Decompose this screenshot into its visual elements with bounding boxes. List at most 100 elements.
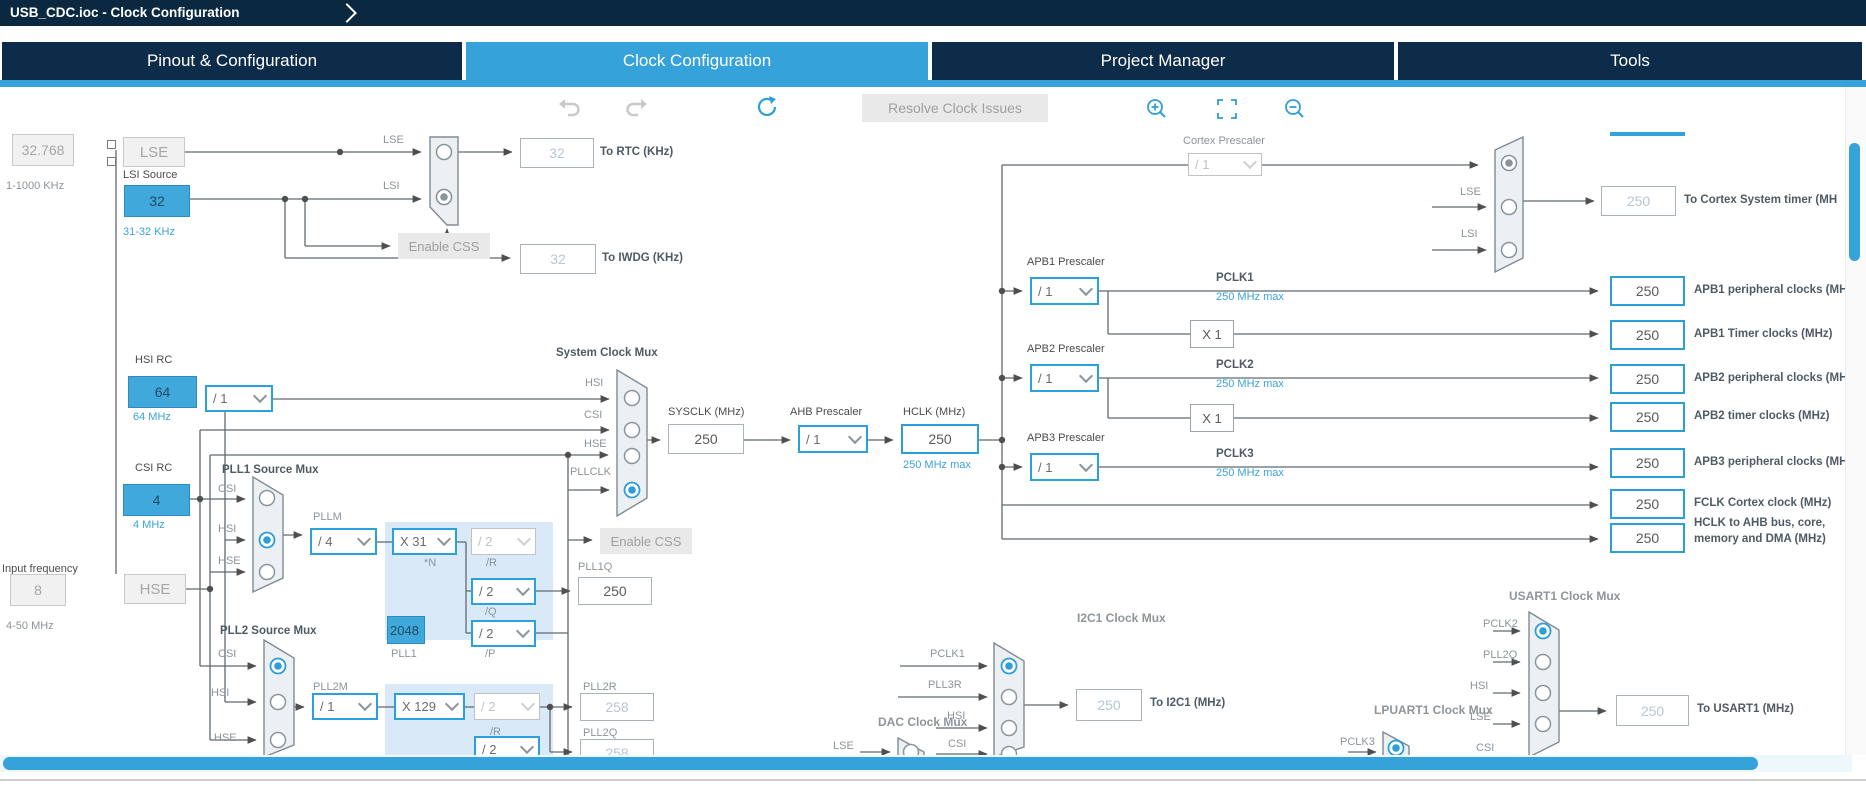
to-iwdg-number: 32 (550, 251, 566, 267)
pll1-mux-radio-hse[interactable] (258, 563, 276, 581)
crystal-pin-icon (107, 140, 116, 149)
pll2m-divider-select[interactable]: / 1 (312, 693, 378, 720)
apb1-prescaler-select[interactable]: / 1 (1030, 277, 1099, 305)
tab-project-manager[interactable]: Project Manager (932, 42, 1394, 80)
resolve-clock-issues-button[interactable]: Resolve Clock Issues (862, 94, 1048, 122)
fclk-cortex-clock-label: FCLK Cortex clock (MHz) (1694, 497, 1832, 509)
usart1-mux-radio-hsi[interactable] (1534, 684, 1552, 702)
to-i2c1-value: 250 (1076, 689, 1142, 721)
tab-pinout-configuration[interactable]: Pinout & Configuration (2, 42, 462, 80)
pll1-source-mux-title: PLL1 Source Mux (222, 464, 319, 476)
to-cortex-timer-value: 250 (1601, 186, 1676, 216)
zoom-out-icon[interactable] (1284, 98, 1308, 122)
pll2-mux-radio-hsi[interactable] (269, 693, 287, 711)
pclk1-max-label: 250 MHz max (1216, 291, 1284, 303)
usart1-lse-label: LSE (1470, 711, 1491, 723)
cortex-mux-radio-lse[interactable] (1500, 198, 1518, 216)
pll2r-label: PLL2R (583, 681, 617, 693)
apb1-peripheral-clock-value[interactable]: 250 (1610, 276, 1685, 306)
pll2-csi-label: CSI (218, 648, 237, 660)
pll1-q-select[interactable]: / 2 (471, 578, 536, 605)
apb2-peripheral-clock-value[interactable]: 250 (1610, 364, 1685, 394)
pclk3-max-label: 250 MHz max (1216, 467, 1284, 479)
hclk-value[interactable]: 250 (901, 424, 979, 454)
lse-frequency-value: 32.768 (21, 142, 65, 158)
value: 250 (1635, 283, 1660, 299)
lsi-value-input[interactable]: 32 (124, 185, 190, 217)
pll2r-number: 258 (605, 699, 629, 715)
apb2-prescaler-select[interactable]: / 1 (1030, 364, 1099, 392)
pclk1-label: PCLK1 (1216, 272, 1254, 284)
hsi-value-input[interactable]: 64 (128, 376, 197, 408)
cortex-mux-radio-lsi[interactable] (1500, 241, 1518, 259)
to-usart1-value: 250 (1616, 695, 1689, 726)
undo-icon[interactable] (556, 98, 582, 120)
apb1-x1-value: X 1 (1202, 326, 1222, 342)
zoom-fit-icon[interactable] (1216, 98, 1240, 122)
usart1-mux-radio-lse[interactable] (1534, 715, 1552, 733)
apb1-timer-clock-value[interactable]: 250 (1610, 320, 1685, 350)
enable-css-lse-button[interactable]: Enable CSS (398, 233, 490, 259)
apb3-prescaler-select[interactable]: / 1 (1030, 453, 1099, 481)
zoom-in-icon[interactable] (1146, 98, 1170, 122)
clipped-box-edge (1610, 132, 1685, 136)
pll2r-value: 258 (580, 693, 654, 721)
tab-tools[interactable]: Tools (1398, 42, 1862, 80)
pll1-p-caption: /P (485, 648, 496, 660)
pll2-mux-radio-hse[interactable] (269, 731, 287, 749)
lse-range-label: 1-1000 KHz (6, 180, 65, 192)
pllm-divider-select[interactable]: / 4 (310, 528, 377, 555)
pll1-p-select[interactable]: / 2 (471, 620, 536, 647)
rtc-mux-lse-label: LSE (383, 134, 404, 146)
enable-css-hse-button[interactable]: Enable CSS (600, 528, 692, 554)
apb3-prescaler-label: APB3 Prescaler (1027, 432, 1105, 444)
sys-mux-radio-hse[interactable] (623, 447, 641, 465)
to-rtc-number: 32 (549, 145, 565, 161)
pll1-fracn-input[interactable]: 2048 (387, 616, 425, 644)
value: 250 (1635, 530, 1660, 546)
value: 250 (1635, 409, 1660, 425)
pll1-n-value: X 31 (400, 534, 427, 549)
apb1-prescaler-label: APB1 Prescaler (1027, 256, 1105, 268)
pll2-n-select[interactable]: X 129 (394, 693, 465, 720)
hsi-rc-label: HSI RC (135, 354, 173, 366)
tab-clock-configuration[interactable]: Clock Configuration (466, 42, 928, 80)
hclk-max-label: 250 MHz max (903, 459, 971, 471)
pll1q-number: 250 (603, 583, 627, 599)
fclk-cortex-clock-value[interactable]: 250 (1610, 489, 1685, 519)
reset-refresh-icon[interactable] (755, 94, 781, 120)
pll2-n-value: X 129 (402, 699, 436, 714)
system-clock-mux-title: System Clock Mux (556, 347, 658, 359)
usart1-mux-radio-pll2q[interactable] (1534, 653, 1552, 671)
vertical-scrollbar-thumb[interactable] (1849, 143, 1860, 261)
pll1-mux-radio-csi[interactable] (258, 489, 276, 507)
rtc-clock-mux (429, 136, 459, 226)
pll1q-value[interactable]: 250 (578, 577, 652, 605)
i2c1-mux-radio-pll3r[interactable] (1000, 688, 1018, 706)
apb3-peripheral-clock-value[interactable]: 250 (1610, 448, 1685, 478)
apb2-timer-clock-value[interactable]: 250 (1610, 402, 1685, 432)
pll1-n-select[interactable]: X 31 (392, 528, 457, 555)
lsi-source-label: LSI Source (123, 169, 178, 181)
ahb-prescaler-select[interactable]: / 1 (798, 425, 868, 453)
usart1-pclk2-label: PCLK2 (1483, 618, 1518, 630)
sys-mux-radio-csi[interactable] (623, 421, 641, 439)
usart1-csi-label: CSI (1476, 742, 1495, 754)
to-usart1-number: 250 (1640, 702, 1665, 719)
hclk-ahb-clock-value[interactable]: 250 (1610, 523, 1685, 553)
rtc-mux-radio-lse[interactable] (435, 143, 453, 161)
pll1-hse-label: HSE (218, 555, 241, 567)
horizontal-scrollbar-thumb[interactable] (3, 757, 1758, 770)
i2c1-pll3r-label: PLL3R (928, 679, 962, 691)
hsi-divider-select[interactable]: / 1 (205, 385, 273, 412)
to-rtc-value: 32 (520, 138, 594, 168)
apb3-peripheral-clock-label: APB3 peripheral clocks (MHz (1694, 456, 1854, 468)
sys-mux-radio-hsi[interactable] (623, 389, 641, 407)
csi-value-input[interactable]: 4 (123, 484, 190, 516)
i2c1-mux-radio-hsi[interactable] (1000, 719, 1018, 737)
redo-icon[interactable] (624, 98, 650, 120)
pclk2-label: PCLK2 (1216, 359, 1254, 371)
cortex-prescaler-value: / 1 (1195, 157, 1210, 172)
pll2-r-select: / 2 (474, 693, 540, 720)
